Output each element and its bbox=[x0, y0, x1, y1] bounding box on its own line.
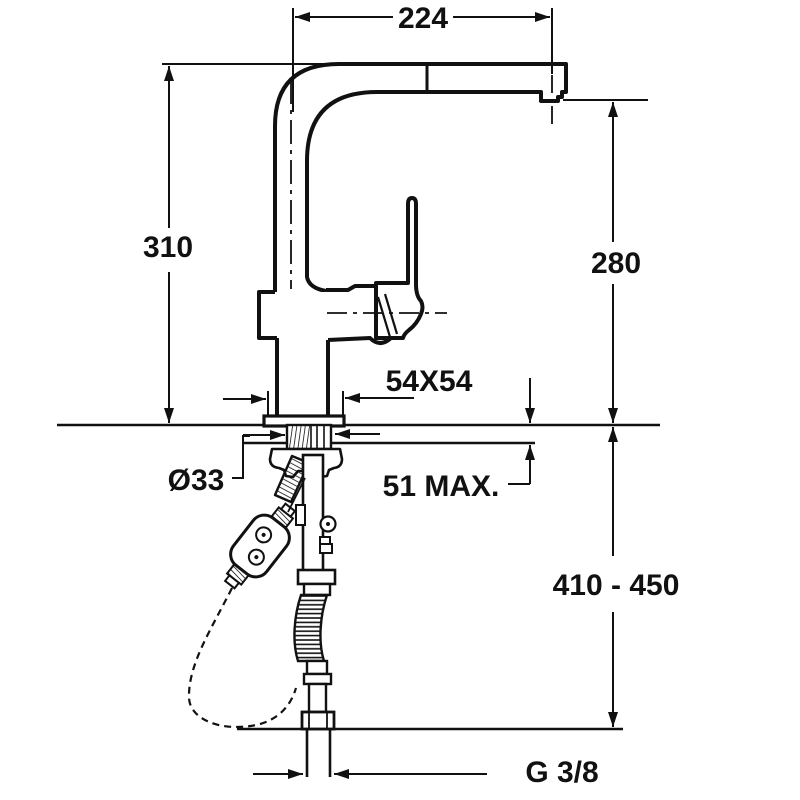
dim-label-counter-thickness: 51 MAX. bbox=[383, 470, 500, 503]
dim-label-base-square: 54X54 bbox=[386, 365, 473, 398]
hose-clip bbox=[295, 504, 306, 526]
dim-label-hole-diameter: Ø33 bbox=[168, 464, 225, 497]
dim-label-outlet-height: 280 bbox=[591, 247, 641, 280]
body-fill-right bbox=[326, 286, 376, 338]
weight-screw-2-dot bbox=[261, 532, 266, 537]
column-fill bbox=[277, 338, 328, 416]
dim-label-spout-reach: 224 bbox=[398, 2, 448, 35]
dimension-labels: 224 310 280 54X54 Ø33 51 MAX. 410 - 450 … bbox=[143, 2, 679, 789]
shank-inner-tubes bbox=[310, 426, 325, 448]
sprayhead-joint-lines bbox=[376, 293, 399, 338]
collar-a bbox=[319, 536, 331, 545]
corrugated-hose-lower bbox=[293, 593, 329, 663]
g38-pipe bbox=[305, 729, 332, 777]
mounting-column bbox=[275, 338, 330, 416]
under-counter-assembly bbox=[187, 423, 344, 777]
weight-body bbox=[229, 513, 291, 579]
hex-nut-mid2 bbox=[302, 582, 332, 597]
connector-a bbox=[305, 659, 329, 676]
collar-b bbox=[319, 543, 333, 554]
dimension-lines bbox=[162, 8, 648, 779]
hex-nut-mid bbox=[296, 568, 337, 586]
end-nut bbox=[300, 710, 336, 731]
counterweight bbox=[223, 502, 297, 590]
weight-screw-1-dot bbox=[254, 555, 259, 560]
connector-c bbox=[307, 682, 328, 714]
pullout-hose-loop bbox=[187, 587, 298, 729]
spout-fill bbox=[275, 64, 566, 292]
dim-label-hose-length: 410 - 450 bbox=[553, 569, 680, 602]
hose-to-weight-line bbox=[287, 477, 306, 513]
dim-label-total-height: 310 bbox=[143, 231, 193, 264]
shank-threads bbox=[289, 426, 310, 448]
spout-outline bbox=[273, 62, 568, 293]
weight-stub-bottom-tip bbox=[223, 573, 241, 590]
dim-label-thread-size: G 3/8 bbox=[525, 756, 598, 789]
ball-joint-dot bbox=[326, 522, 330, 526]
end-nut-facets bbox=[308, 713, 328, 728]
connector-b bbox=[302, 672, 333, 686]
faucet-outline bbox=[257, 62, 568, 428]
center-lines bbox=[290, 75, 553, 314]
